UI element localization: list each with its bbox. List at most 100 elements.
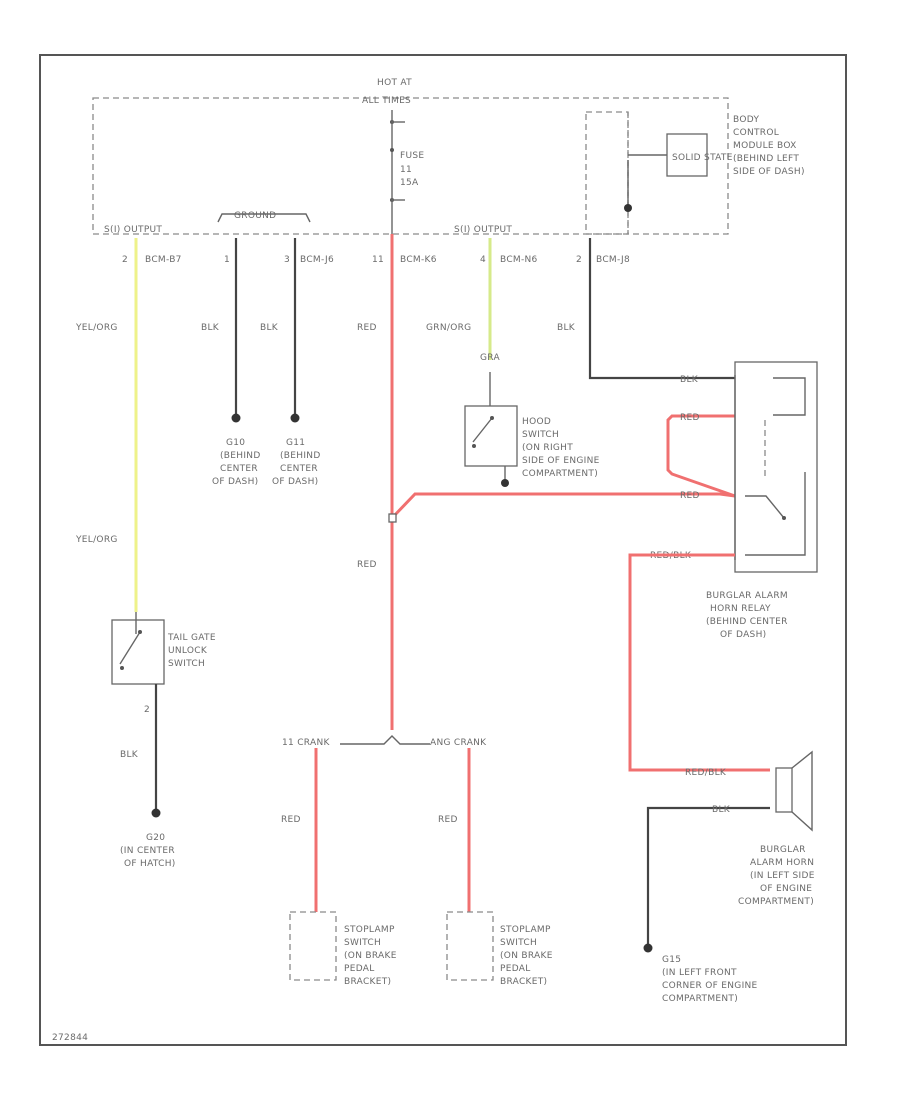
- relay-subbox: [585, 111, 629, 235]
- stoplamp-switch-2-label: STOPLAMP SWITCH (ON BRAKE PEDAL BRACKET): [500, 925, 553, 987]
- svg-text:SWITCH: SWITCH: [500, 938, 537, 948]
- tailgate-unlock-switch: TAIL GATE UNLOCK SWITCH 2: [111, 612, 216, 715]
- hot-at-label: HOT AT: [377, 78, 412, 88]
- wire-red-branch-relay: [390, 492, 736, 520]
- footer-code: 272844: [52, 1033, 88, 1043]
- wire-redblk-horn: [628, 553, 770, 772]
- svg-text:SIDE OF ENGINE: SIDE OF ENGINE: [522, 456, 600, 466]
- svg-text:RED: RED: [680, 413, 700, 423]
- svg-text:UNLOCK: UNLOCK: [168, 646, 208, 656]
- svg-text:BURGLAR ALARM: BURGLAR ALARM: [706, 591, 788, 601]
- svg-text:PEDAL: PEDAL: [500, 964, 531, 974]
- svg-text:BODY: BODY: [733, 115, 759, 125]
- svg-text:G10: G10: [226, 438, 245, 448]
- label-blk-3: BLK: [557, 323, 576, 333]
- svg-text:11 CRANK: 11 CRANK: [282, 738, 330, 748]
- ground-g11-label: G11 (BEHIND CENTER OF DASH): [272, 438, 320, 487]
- stoplamp-switch-1-outline: [289, 911, 337, 981]
- svg-text:11: 11: [372, 255, 384, 265]
- svg-text:TAIL GATE: TAIL GATE: [167, 633, 216, 643]
- svg-text:4: 4: [480, 255, 486, 265]
- stoplamp-switch-2-outline: [446, 911, 494, 981]
- svg-text:CONTROL: CONTROL: [733, 128, 779, 138]
- burglar-alarm-relay: BLK RED RED RED/BLK BURGLAR ALARM HORN R…: [650, 361, 818, 640]
- label-blk-4: BLK: [120, 750, 139, 760]
- svg-text:G20: G20: [146, 833, 165, 843]
- svg-text:GRA: GRA: [480, 353, 500, 363]
- svg-text:MODULE BOX: MODULE BOX: [733, 141, 797, 151]
- svg-text:BLK: BLK: [680, 375, 699, 385]
- ground-g20-label: G20 (IN CENTER OF HATCH): [120, 833, 176, 869]
- svg-text:BCM-N6: BCM-N6: [500, 255, 538, 265]
- fuse-symbol: [390, 110, 405, 234]
- diagram-frame: [39, 54, 847, 1046]
- svg-text:2: 2: [144, 705, 150, 715]
- label-blk-2: BLK: [260, 323, 279, 333]
- svg-text:OF ENGINE: OF ENGINE: [760, 884, 812, 894]
- output-left-label: S(I) OUTPUT: [104, 225, 162, 235]
- svg-text:(BEHIND CENTER: (BEHIND CENTER: [706, 617, 788, 627]
- bottom-connector: 11 CRANK ANG CRANK: [282, 735, 487, 748]
- svg-text:BURGLAR: BURGLAR: [760, 845, 806, 855]
- body-control-module-outline: [92, 97, 729, 235]
- svg-text:BCM-J6: BCM-J6: [300, 255, 334, 265]
- svg-text:STOPLAMP: STOPLAMP: [500, 925, 551, 935]
- svg-text:2: 2: [122, 255, 128, 265]
- svg-text:(BEHIND LEFT: (BEHIND LEFT: [733, 154, 799, 164]
- svg-text:CENTER: CENTER: [220, 464, 258, 474]
- svg-text:SWITCH: SWITCH: [168, 659, 205, 669]
- svg-text:COMPARTMENT): COMPARTMENT): [662, 994, 738, 1004]
- fuse-amp: 15A: [400, 178, 419, 188]
- svg-text:SWITCH: SWITCH: [522, 430, 559, 440]
- svg-text:ALARM HORN: ALARM HORN: [750, 858, 814, 868]
- connector-pins: 2 BCM-B7 1 3 BCM-J6 11 BCM-K6 4 BCM-N6 2…: [122, 255, 630, 265]
- label-blk-1: BLK: [201, 323, 220, 333]
- svg-text:RED/BLK: RED/BLK: [685, 768, 727, 778]
- svg-text:G15: G15: [662, 955, 681, 965]
- svg-text:COMPARTMENT): COMPARTMENT): [738, 897, 814, 907]
- svg-text:BRACKET): BRACKET): [500, 977, 547, 987]
- svg-text:(IN CENTER: (IN CENTER: [120, 846, 175, 856]
- stoplamp-switch-1-label: STOPLAMP SWITCH (ON BRAKE PEDAL BRACKET): [344, 925, 396, 987]
- ground-bracket-label: GROUND: [234, 211, 276, 221]
- hood-switch: GRA HOOD SWITCH (ON RIGHT SIDE OF ENGINE…: [464, 353, 600, 487]
- svg-text:OF HATCH): OF HATCH): [124, 859, 176, 869]
- solid-state-label: SOLID STATE: [672, 153, 733, 163]
- svg-text:(ON RIGHT: (ON RIGHT: [522, 443, 573, 453]
- svg-text:CORNER OF ENGINE: CORNER OF ENGINE: [662, 981, 758, 991]
- svg-text:1: 1: [224, 255, 230, 265]
- svg-text:BCM-J8: BCM-J8: [596, 255, 630, 265]
- burglar-alarm-horn-icon: RED/BLK BLK BURGLAR ALARM HORN (IN LEFT …: [685, 750, 815, 907]
- module-internal-switch: [624, 160, 632, 212]
- svg-text:(IN LEFT SIDE: (IN LEFT SIDE: [750, 871, 815, 881]
- svg-text:CENTER: CENTER: [280, 464, 318, 474]
- label-yelorg-1: YEL/ORG: [75, 323, 118, 333]
- all-times-label: ALL TIMES: [362, 96, 411, 106]
- svg-text:SIDE OF DASH): SIDE OF DASH): [733, 167, 805, 177]
- wire-blk-relay: [588, 238, 735, 380]
- svg-text:OF DASH): OF DASH): [272, 477, 318, 487]
- svg-text:(IN LEFT FRONT: (IN LEFT FRONT: [662, 968, 737, 978]
- svg-text:2: 2: [576, 255, 582, 265]
- ground-g15-label: G15 (IN LEFT FRONT CORNER OF ENGINE COMP…: [662, 955, 758, 1004]
- svg-text:(ON BRAKE: (ON BRAKE: [500, 951, 553, 961]
- svg-text:BCM-K6: BCM-K6: [400, 255, 437, 265]
- svg-text:OF DASH): OF DASH): [720, 630, 766, 640]
- label-yelorg-2: YEL/ORG: [75, 535, 118, 545]
- ground-g10-label: G10 (BEHIND CENTER OF DASH): [212, 438, 260, 487]
- label-red-3: RED: [281, 815, 301, 825]
- ground-g15-icon: [643, 943, 653, 953]
- ground-g11-icon: [290, 413, 300, 423]
- wire-blk-horn-ground: [646, 806, 770, 945]
- svg-text:HOOD: HOOD: [522, 417, 551, 427]
- svg-text:STOPLAMP: STOPLAMP: [344, 925, 395, 935]
- fuse-label: FUSE: [400, 151, 424, 161]
- svg-text:ANG CRANK: ANG CRANK: [430, 738, 487, 748]
- output-right-label: S(I) OUTPUT: [454, 225, 512, 235]
- svg-text:SWITCH: SWITCH: [344, 938, 381, 948]
- svg-text:RED: RED: [680, 491, 700, 501]
- svg-text:BLK: BLK: [712, 805, 731, 815]
- fuse-number: 11: [400, 165, 412, 175]
- svg-text:COMPARTMENT): COMPARTMENT): [522, 469, 598, 479]
